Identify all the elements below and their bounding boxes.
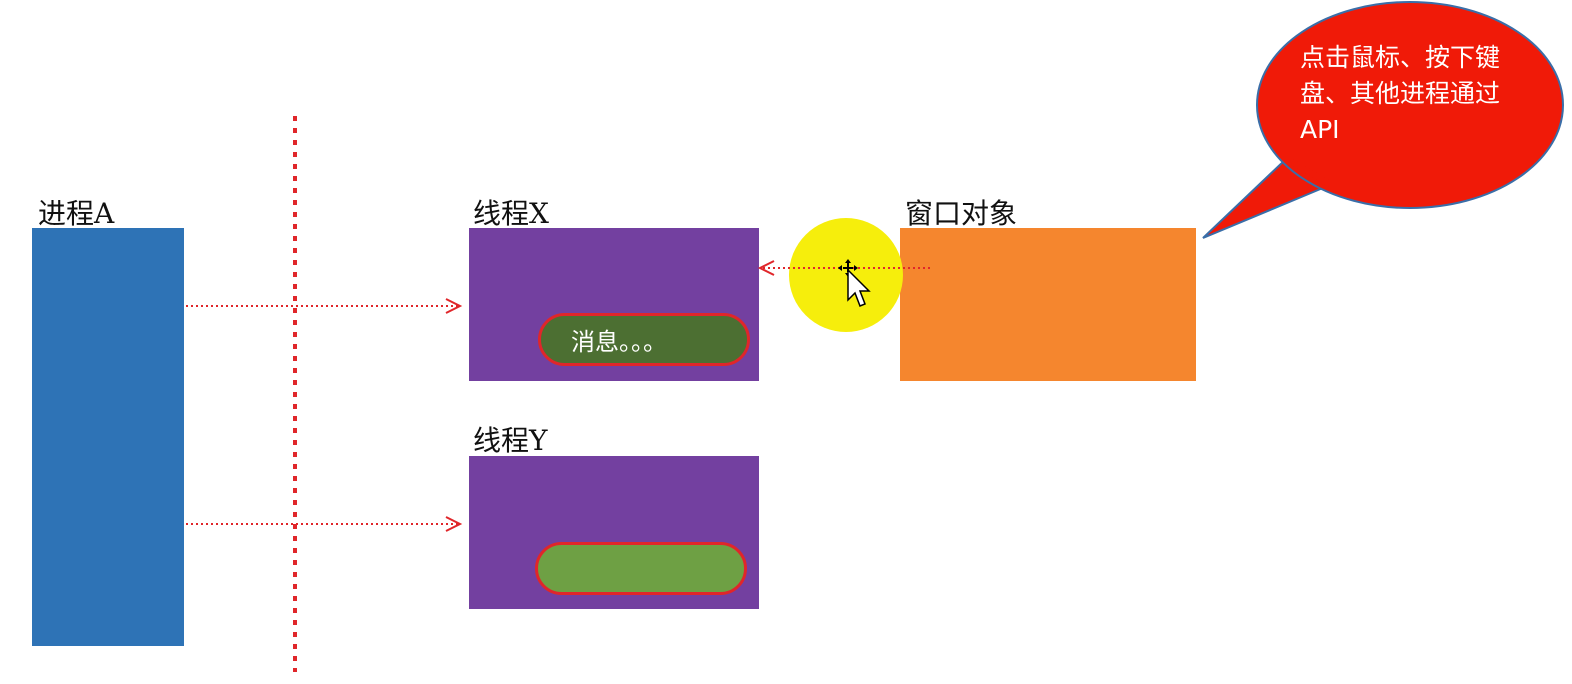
thread-x-label: 线程X — [473, 197, 549, 230]
message-queue-y — [535, 542, 747, 595]
window-object-label: 窗口对象 — [905, 197, 1018, 230]
callout-text: 点击鼠标、按下键盘、其他进程通过API — [1300, 43, 1501, 144]
arrow-to-thread-x — [186, 298, 463, 314]
callout-bubble — [1202, 1, 1564, 239]
mouse-cursor-icon — [838, 259, 871, 307]
window-object-box — [900, 228, 1196, 381]
arrow-window-to-thread-x — [757, 260, 930, 276]
message-queue-x: 消息。。。 — [538, 313, 750, 366]
message-text: 消息。。。 — [571, 328, 667, 356]
thread-y-label: 线程Y — [473, 424, 548, 457]
process-a-box — [32, 228, 184, 646]
arrow-to-thread-y — [186, 516, 463, 532]
process-a-label: 进程A — [38, 197, 115, 230]
cursor-highlight — [789, 218, 903, 332]
